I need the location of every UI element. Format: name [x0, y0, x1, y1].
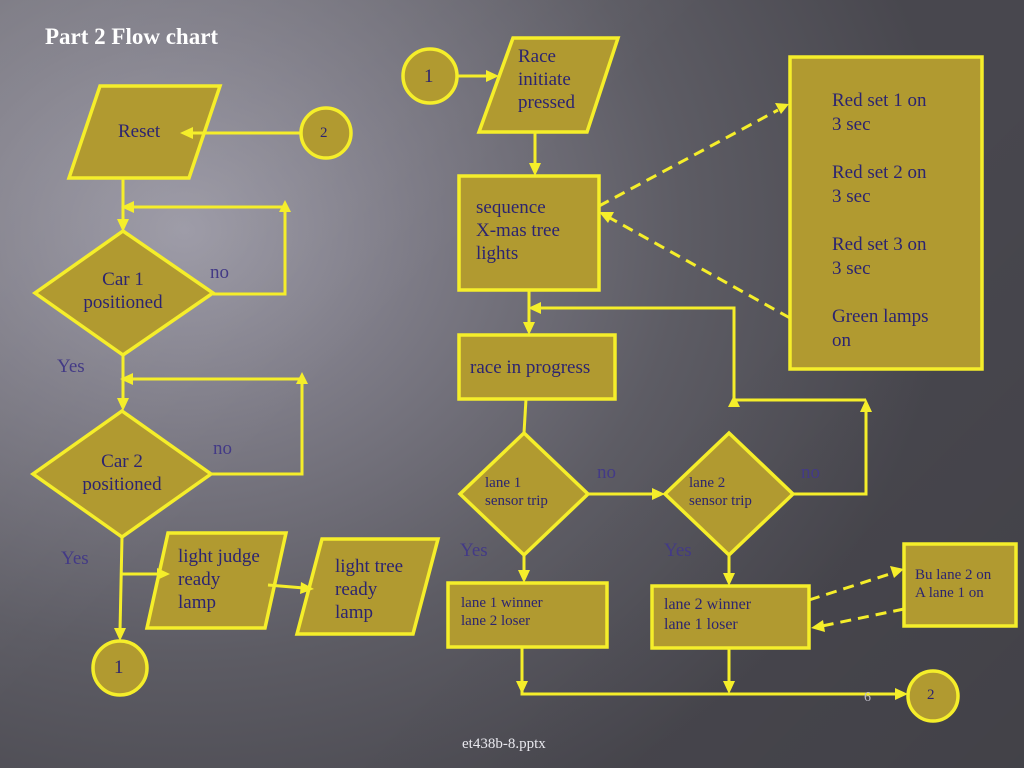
right-flow-connectors [457, 70, 908, 700]
lane2-no-label: no [801, 462, 820, 483]
car1-no-label: no [210, 262, 229, 283]
judge-lamp-line3: lamp [178, 592, 216, 614]
seq-detail-line10: Green lamps [832, 306, 929, 327]
tree-lamp-line2: ready [335, 579, 378, 601]
lane1-result-line2: lane 2 loser [461, 613, 531, 630]
lane2-sensor-line1: lane 2 [689, 475, 726, 491]
lane2-result-box [650, 584, 811, 650]
seq-detail-line7: Red set 3 on [832, 234, 927, 255]
lane1-sensor-line1: lane 1 [485, 475, 522, 491]
lane-lamps-box [902, 542, 1018, 628]
race-initiate-line3: pressed [518, 92, 575, 114]
lane-lamps-label: Bu lane 2 on A lane 1 on [915, 566, 991, 603]
lane2-result-line2: lane 1 loser [664, 615, 738, 633]
lane1-yes-label: Yes [460, 540, 488, 561]
lane2-yes-label: Yes [664, 540, 692, 561]
race-initiate-label: Race initiate pressed [518, 45, 575, 115]
race-progress-box [457, 333, 617, 401]
lane1-result-box [446, 581, 609, 649]
lane-lamps-line1: Bu lane 2 on [915, 567, 992, 583]
race-progress-label: race in progress [470, 357, 591, 378]
car1-label-line2: positioned [83, 292, 163, 314]
judge-lamp-label: light judge ready lamp [178, 545, 260, 615]
sequence-line2: X-mas tree [476, 220, 560, 242]
tree-lamp-line3: lamp [335, 602, 373, 624]
car2-no-label: no [213, 438, 232, 459]
seq-detail-line6 [832, 209, 929, 233]
tree-lamp-label: light tree ready lamp [335, 555, 403, 625]
connector-1-right-label: 1 [424, 66, 434, 87]
sequence-line3: lights [476, 243, 519, 265]
reset-label: Reset [118, 121, 161, 142]
car2-label-line1: Car 2 [101, 451, 143, 472]
lane2-sensor-line2: sensor trip [689, 493, 752, 510]
lane1-no-label: no [597, 462, 616, 483]
lane1-sensor-label: lane 1 sensor trip [485, 474, 548, 511]
connector-1-left-label: 1 [114, 657, 124, 678]
connector-2-left-label: 2 [320, 125, 328, 141]
car2-label: Car 2 positioned [57, 450, 187, 496]
sequence-line1: sequence [476, 197, 546, 218]
car1-yes-label: Yes [57, 356, 85, 377]
lane1-result-label: lane 1 winner lane 2 loser [461, 594, 543, 631]
car2-label-line2: positioned [82, 474, 162, 496]
tree-lamp-parallelogram [294, 537, 441, 636]
lane-lamps-line2: A lane 1 on [915, 585, 984, 602]
sequence-detail-box [788, 55, 984, 371]
seq-detail-line4: Red set 2 on [832, 162, 927, 183]
judge-lamp-parallelogram [144, 531, 289, 630]
page-number: 6 [864, 690, 871, 705]
seq-detail-line11: on [832, 330, 851, 351]
race-initiate-line1: Race [518, 46, 556, 67]
car1-label: Car 1 positioned [58, 268, 188, 314]
page-title: Part 2 Flow chart [45, 24, 219, 49]
lane2-result-label: lane 2 winner lane 1 loser [664, 595, 751, 634]
connector-2-right [906, 669, 960, 723]
connector-2-right-label: 2 [927, 687, 935, 703]
sequence-label: sequence X-mas tree lights [476, 196, 560, 266]
race-initiate-line2: initiate [518, 69, 571, 91]
lane2-result-line1: lane 2 winner [664, 596, 752, 613]
sequence-detail-label: Red set 1 on 3 sec Red set 2 on 3 sec Re… [832, 89, 929, 353]
left-flow-connectors [114, 127, 314, 641]
lane2-sensor-label: lane 2 sensor trip [689, 474, 752, 511]
footer-filename: et438b-8.pptx [462, 736, 546, 752]
seq-detail-line8: 3 sec [832, 258, 871, 279]
seq-detail-line9 [832, 281, 929, 305]
sequence-box [457, 174, 601, 292]
seq-detail-line5: 3 sec [832, 186, 871, 207]
reset-parallelogram [66, 84, 223, 180]
lane1-result-line1: lane 1 winner [461, 595, 543, 611]
judge-lamp-line1: light judge [178, 546, 260, 567]
car1-label-line1: Car 1 [102, 269, 144, 290]
race-initiate-parallelogram [476, 36, 621, 134]
seq-detail-line2: 3 sec [832, 114, 871, 135]
seq-detail-line1: Red set 1 on [832, 90, 927, 111]
lane1-sensor-line2: sensor trip [485, 493, 548, 510]
car2-yes-label: Yes [61, 548, 89, 569]
seq-detail-line3 [832, 137, 929, 161]
judge-lamp-line2: ready [178, 569, 221, 591]
tree-lamp-line1: light tree [335, 556, 404, 577]
